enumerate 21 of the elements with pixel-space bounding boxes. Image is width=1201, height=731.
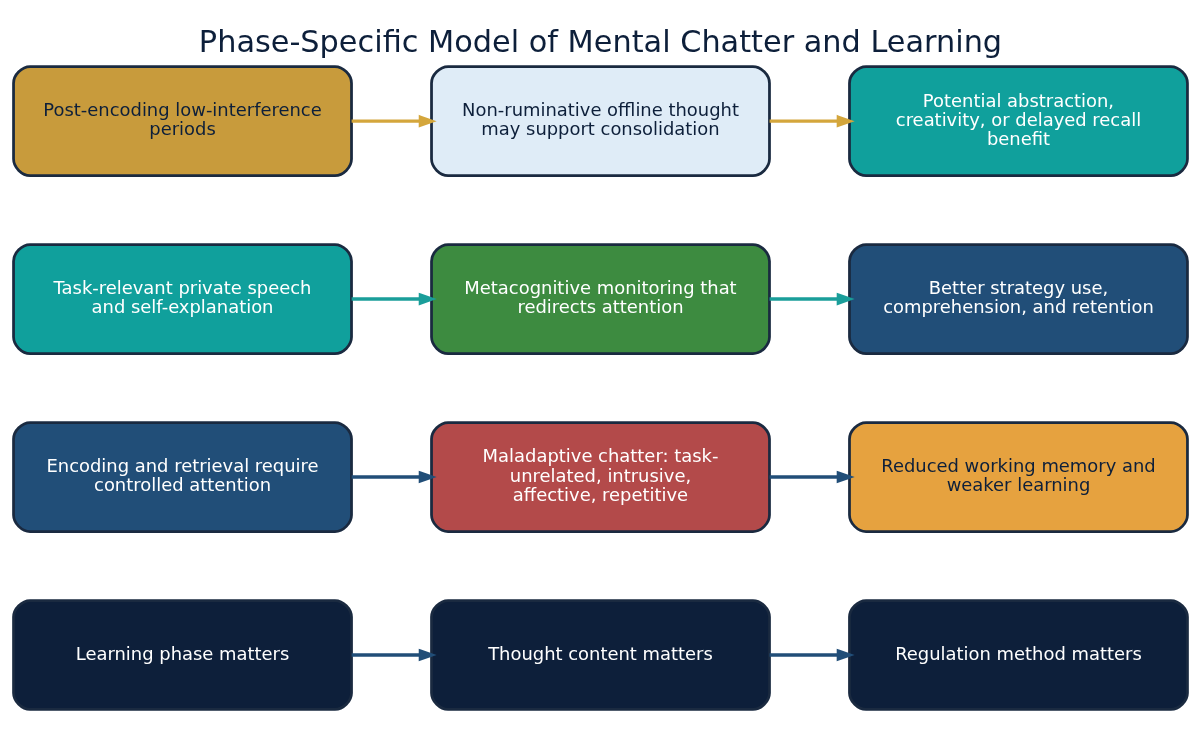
arrow — [769, 648, 855, 661]
node-box: Post-encoding low-interference periods — [12, 64, 353, 177]
node-box: Regulation method matters — [848, 598, 1189, 711]
node-box: Learning phase matters — [12, 598, 353, 711]
arrow — [769, 292, 855, 305]
arrow — [351, 648, 437, 661]
arrow — [769, 114, 855, 127]
node-box: Thought content matters — [430, 598, 771, 711]
arrow — [769, 470, 855, 483]
node-box: Metacognitive monitoring that redirects attention — [430, 242, 771, 355]
arrow — [351, 114, 437, 127]
node-box: Potential abstraction, creativity, or delayed recall benefit — [848, 64, 1189, 177]
arrow — [351, 292, 437, 305]
diagram-title: Phase-Specific Model of Mental Chatter and Learning — [198, 23, 1003, 59]
node-box: Non-ruminative offline thought may support consolidation — [430, 64, 771, 177]
node-box: Better strategy use, comprehension, and retention — [848, 242, 1189, 355]
node-box: Task-relevant private speech and self-explanation — [12, 242, 353, 355]
node-box: Maladaptive chatter: task-unrelated, intrusive, affective, repetitive — [430, 420, 771, 533]
node-box: Encoding and retrieval require controlled attention — [12, 420, 353, 533]
node-box: Reduced working memory and weaker learning — [848, 420, 1189, 533]
arrow — [351, 470, 437, 483]
